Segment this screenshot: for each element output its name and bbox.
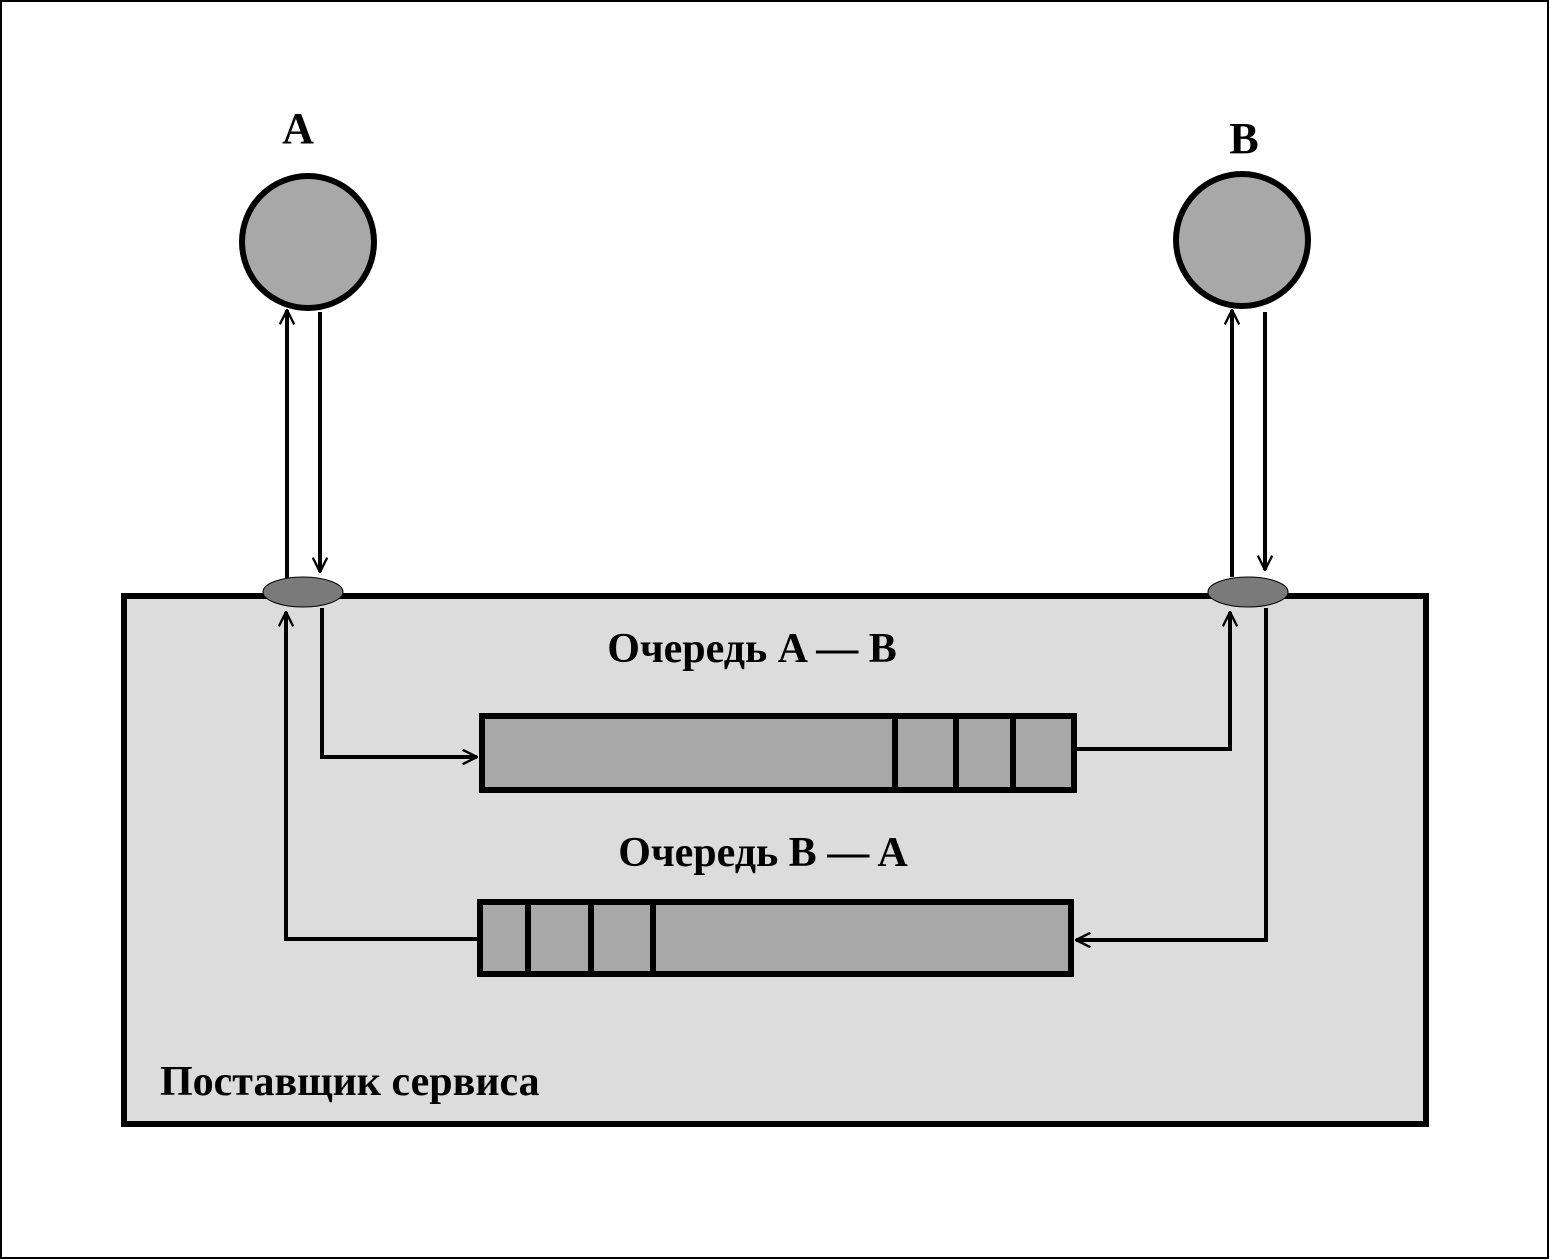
service-provider-box	[121, 593, 1429, 1127]
service-provider-label: Поставщик сервиса	[160, 1059, 540, 1105]
queue-ba-label: Очередь B — A	[618, 830, 908, 876]
port-a	[262, 576, 344, 608]
node-b-label: B	[1229, 114, 1258, 163]
queue-ab	[479, 713, 1077, 793]
port-b	[1207, 576, 1289, 608]
flow-port-a-to-queue-ab	[320, 608, 477, 757]
node-a-label: A	[282, 104, 314, 153]
flow-queue-ab-to-port-b	[1076, 612, 1230, 751]
queue-ba-messages	[525, 902, 656, 974]
node-a-circle	[239, 173, 377, 311]
flow-port-b-to-queue-ba	[1076, 608, 1268, 940]
queue-ab-label: Очередь A — B	[607, 626, 896, 672]
node-b-circle	[1173, 171, 1311, 309]
queue-ab-messages	[892, 716, 1016, 790]
flow-queue-ba-to-port-a	[286, 612, 477, 941]
queue-ba	[477, 899, 1074, 977]
